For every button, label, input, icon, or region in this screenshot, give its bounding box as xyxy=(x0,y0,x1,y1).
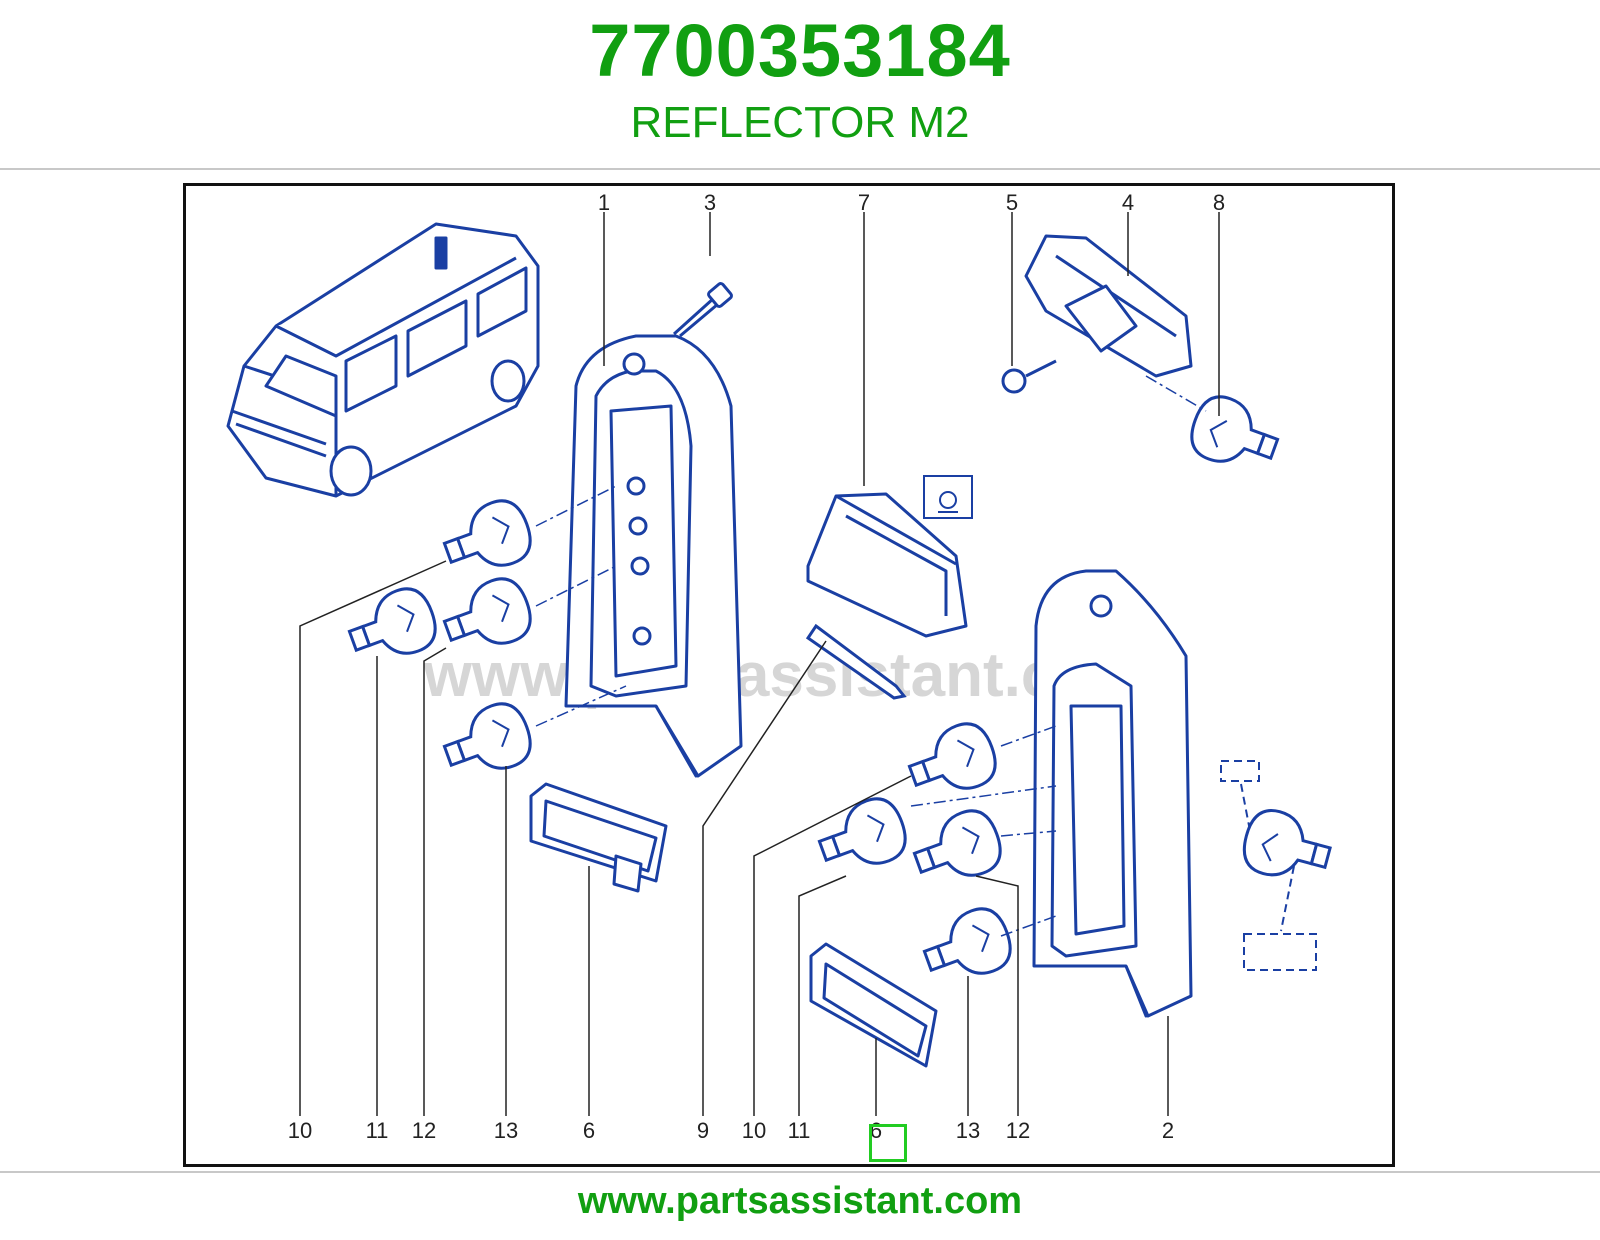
callout-12-left: 12 xyxy=(412,1118,436,1143)
left-bulb-13 xyxy=(435,695,540,788)
van-illustration xyxy=(226,222,540,498)
callout-11-right: 11 xyxy=(788,1118,811,1143)
callout-9: 9 xyxy=(697,1118,709,1143)
left-guide-lines xyxy=(535,485,627,727)
callout-13-left: 13 xyxy=(494,1118,518,1143)
highlighted-callout-box[interactable] xyxy=(869,1124,907,1162)
callout-1: 1 xyxy=(598,190,610,215)
callout-4: 4 xyxy=(1122,190,1134,215)
callout-6-left: 6 xyxy=(583,1118,595,1143)
callout-8: 8 xyxy=(1213,190,1225,215)
site-link[interactable]: www.partsassistant.com xyxy=(577,1180,1023,1222)
footer-divider xyxy=(0,1171,1600,1173)
callout-12-right: 12 xyxy=(1006,1118,1030,1143)
reversing-lamp xyxy=(1024,234,1193,378)
loose-bulb xyxy=(1236,803,1338,891)
nut xyxy=(1001,359,1057,394)
left-bulb-10 xyxy=(435,492,540,585)
callout-13-right: 13 xyxy=(956,1118,980,1143)
diagram-watermark: www.partsassistant.com xyxy=(423,641,1149,710)
callout-7: 7 xyxy=(858,190,870,215)
callout-11-left: 11 xyxy=(366,1118,389,1143)
header-divider xyxy=(0,168,1600,170)
callout-3: 3 xyxy=(704,190,716,215)
lamp-symbol-icon xyxy=(923,475,973,519)
right-tail-lamp xyxy=(1032,569,1193,1018)
callout-10-left: 10 xyxy=(288,1118,312,1143)
number-plate-lamp-left xyxy=(529,782,668,893)
part-name: REFLECTOR M2 xyxy=(630,98,970,147)
callout-2: 2 xyxy=(1162,1118,1174,1143)
festoon-bulb xyxy=(805,623,907,700)
reversing-bulb xyxy=(1182,388,1287,481)
part-number: 7700353184 xyxy=(589,9,1011,92)
leader-lines xyxy=(299,212,1220,1116)
right-bulb-10 xyxy=(900,715,1005,808)
dashed-box-bottom xyxy=(1243,865,1317,971)
parts-diagram: www.partsassistant.com xyxy=(183,183,1395,1167)
right-bulb-11 xyxy=(810,790,915,883)
callout-10-right: 10 xyxy=(742,1118,766,1143)
left-tail-lamp xyxy=(564,334,743,778)
number-plate-lamp-right xyxy=(809,942,938,1068)
callout-5: 5 xyxy=(1006,190,1018,215)
screw xyxy=(672,282,733,338)
right-guide-lines xyxy=(910,725,1057,937)
interior-lamp-housing xyxy=(806,492,968,638)
right-top-guide xyxy=(1145,375,1207,412)
